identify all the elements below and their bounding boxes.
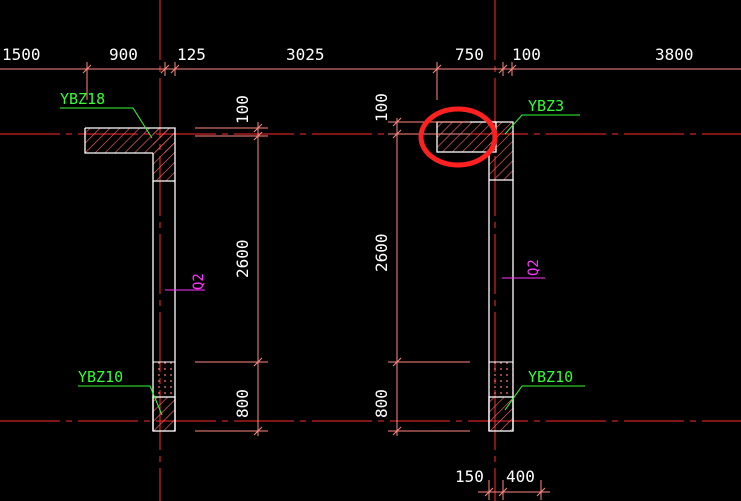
bottom-dim-150: 150 [455, 467, 484, 486]
right-dim-100: 100 [372, 93, 391, 122]
top-dimension-chain [0, 62, 741, 100]
label-ybz10-right: YBZ10 [528, 368, 573, 386]
top-dim-1500: 1500 [2, 45, 41, 64]
left-dim-100: 100 [233, 95, 252, 124]
top-dim-3800: 3800 [655, 45, 694, 64]
left-lintel-dots [152, 361, 176, 398]
right-lintel-dots [488, 361, 514, 398]
ybz10-right-hatch [488, 396, 514, 432]
left-vertical-dimension [195, 122, 268, 436]
top-dim-125: 125 [177, 45, 206, 64]
q2-leaders [165, 277, 545, 291]
top-dim-100: 100 [512, 45, 541, 64]
label-q2-left: Q2 [191, 273, 207, 290]
left-dim-800: 800 [233, 389, 252, 418]
top-dim-3025: 3025 [286, 45, 325, 64]
bottom-dim-400: 400 [506, 467, 535, 486]
top-dim-900: 900 [109, 45, 138, 64]
left-vertical-texts: 100 2600 800 [233, 95, 252, 418]
ybz18-web-hatch [153, 128, 175, 181]
highlight-circle [418, 106, 498, 168]
leaders [60, 107, 585, 416]
bottom-dimension-chain [478, 480, 550, 500]
label-ybz10-left: YBZ10 [78, 368, 123, 386]
right-dim-800: 800 [372, 389, 391, 418]
right-wall [436, 121, 514, 432]
label-ybz18: YBZ18 [60, 90, 105, 108]
right-dim-2600: 2600 [372, 233, 391, 272]
top-dimension-texts: 1500 900 125 3025 750 100 3800 [2, 45, 694, 64]
label-q2-right: Q2 [526, 259, 542, 276]
label-ybz3: YBZ3 [528, 97, 564, 115]
top-dim-750: 750 [455, 45, 484, 64]
ybz3-flange-hatch [436, 121, 497, 153]
left-dim-2600: 2600 [233, 239, 252, 278]
right-vertical-texts: 100 2600 800 [372, 93, 391, 418]
